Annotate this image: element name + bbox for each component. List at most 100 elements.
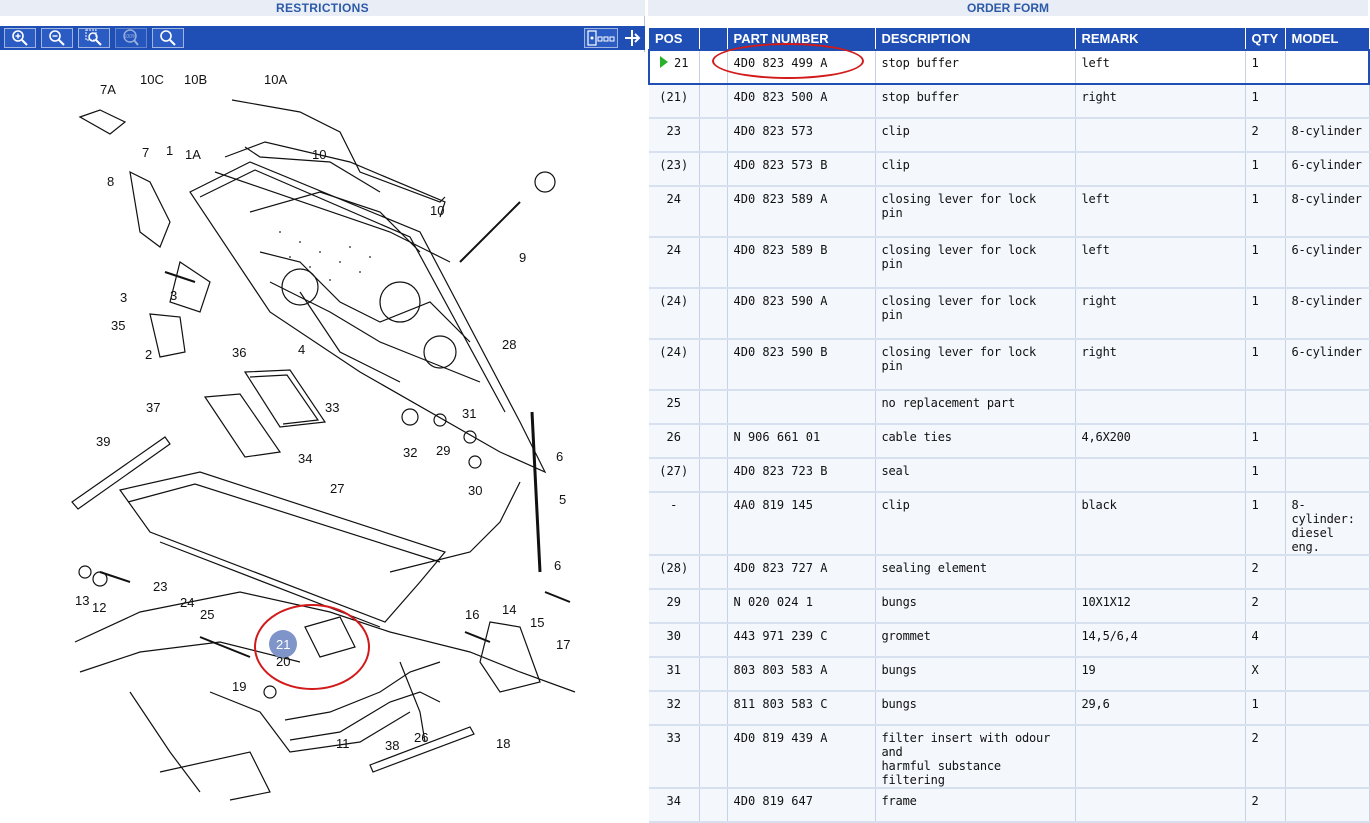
blank-cell [699, 186, 728, 238]
exploded-parts-diagram[interactable]: 7A 10C 10B 10A 10 10 1 1A 7 8 3 3 35 2 3… [0, 52, 645, 801]
remark-cell [1075, 458, 1246, 493]
fit-page-button[interactable] [584, 28, 618, 48]
description-cell-text: bungs [881, 663, 917, 677]
qty-cell-text: 1 [1251, 90, 1259, 104]
svg-text:3: 3 [120, 290, 127, 305]
blank-cell [699, 288, 728, 340]
blank-cell [699, 657, 728, 692]
pos-cell-text: (28) [659, 561, 689, 575]
description-cell-text: no replacement part [881, 396, 1016, 410]
part-number-cell: 4D0 823 590 B [727, 339, 876, 391]
col-pos[interactable]: POS [649, 28, 700, 50]
parts-table-container: POS PART NUMBER DESCRIPTION REMARK QTY M… [648, 28, 1370, 823]
pos-cell: 33 [649, 725, 700, 789]
qty-cell-text: 1 [1251, 158, 1259, 172]
svg-text:35: 35 [111, 318, 125, 333]
model-cell-text: 6-cylinder [1291, 243, 1362, 257]
zoom-out-button[interactable] [41, 28, 73, 48]
qty-cell: 2 [1245, 118, 1286, 153]
model-cell [1285, 589, 1370, 624]
pos-cell: 25 [649, 390, 700, 425]
svg-text:12: 12 [92, 600, 106, 615]
expand-pane-button[interactable] [620, 28, 644, 48]
blank-cell [699, 458, 728, 493]
svg-text:6: 6 [554, 558, 561, 573]
pos-cell: (24) [649, 288, 700, 340]
description-cell: cable ties [875, 424, 1076, 459]
part-number-cell-text: N 020 024 1 [733, 595, 813, 609]
description-cell-text: filter insert with odour and harmful sub… [881, 731, 1051, 787]
remark-cell-text: 10X1X12 [1081, 595, 1131, 609]
model-cell [1285, 788, 1370, 823]
table-row[interactable]: 25 no replacement part [649, 390, 1370, 425]
remark-cell [1075, 390, 1246, 425]
description-cell-text: closing lever for lock pin [881, 192, 1037, 220]
blank-cell [699, 118, 728, 153]
blank-cell [699, 555, 728, 590]
part-number-cell-text: 4D0 823 723 B [733, 464, 828, 478]
svg-text:28: 28 [502, 337, 516, 352]
description-cell-text: clip [881, 124, 910, 138]
col-part-number[interactable]: PART NUMBER [727, 28, 876, 50]
description-cell-text: closing lever for lock pin [881, 294, 1037, 322]
col-qty[interactable]: QTY [1245, 28, 1286, 50]
description-cell: clip [875, 118, 1076, 153]
model-cell: 6-cylinder [1285, 339, 1370, 391]
pos-cell: 29 [649, 589, 700, 624]
model-cell-text: 8-cylinder: diesel eng. [1291, 498, 1355, 554]
pos-cell: 21 [648, 49, 700, 85]
col-blank[interactable] [699, 28, 728, 50]
remark-cell [1075, 118, 1246, 153]
remark-cell [1075, 788, 1246, 823]
search-button[interactable] [152, 28, 184, 48]
col-remark[interactable]: REMARK [1075, 28, 1246, 50]
col-description[interactable]: DESCRIPTION [875, 28, 1076, 50]
model-cell-text: 8-cylinder [1291, 124, 1362, 138]
svg-text:21: 21 [276, 637, 290, 652]
qty-cell-text: 1 [1251, 697, 1259, 711]
part-number-cell-text: 4D0 823 500 A [733, 90, 828, 104]
qty-cell: 1 [1245, 492, 1286, 556]
qty-cell-text: 1 [1251, 430, 1259, 444]
zoom-in-button[interactable] [4, 28, 36, 48]
restrictions-header: RESTRICTIONS [0, 0, 645, 16]
pos-cell-text: - [670, 498, 678, 512]
zoom-100-button[interactable]: 100% [115, 28, 147, 48]
svg-text:20: 20 [276, 654, 290, 669]
qty-cell-text: 1 [1251, 498, 1259, 512]
model-cell [1285, 725, 1370, 789]
svg-text:7: 7 [142, 145, 149, 160]
svg-text:1A: 1A [185, 147, 201, 162]
svg-text:29: 29 [436, 443, 450, 458]
pos-cell-text: (21) [659, 90, 689, 104]
description-cell-text: frame [881, 794, 917, 808]
search-icon [160, 30, 176, 46]
qty-cell-text: 1 [1251, 345, 1259, 359]
model-cell-text: 8-cylinder [1291, 294, 1362, 308]
part-number-cell-text: 4D0 823 589 A [733, 192, 828, 206]
diagram-drawing[interactable]: 7A 10C 10B 10A 10 10 1 1A 7 8 3 3 35 2 3… [0, 52, 645, 801]
svg-text:17: 17 [556, 637, 570, 652]
zoom-area-button[interactable] [78, 28, 110, 48]
model-cell: 8-cylinder [1285, 186, 1370, 238]
col-model[interactable]: MODEL [1285, 28, 1370, 50]
